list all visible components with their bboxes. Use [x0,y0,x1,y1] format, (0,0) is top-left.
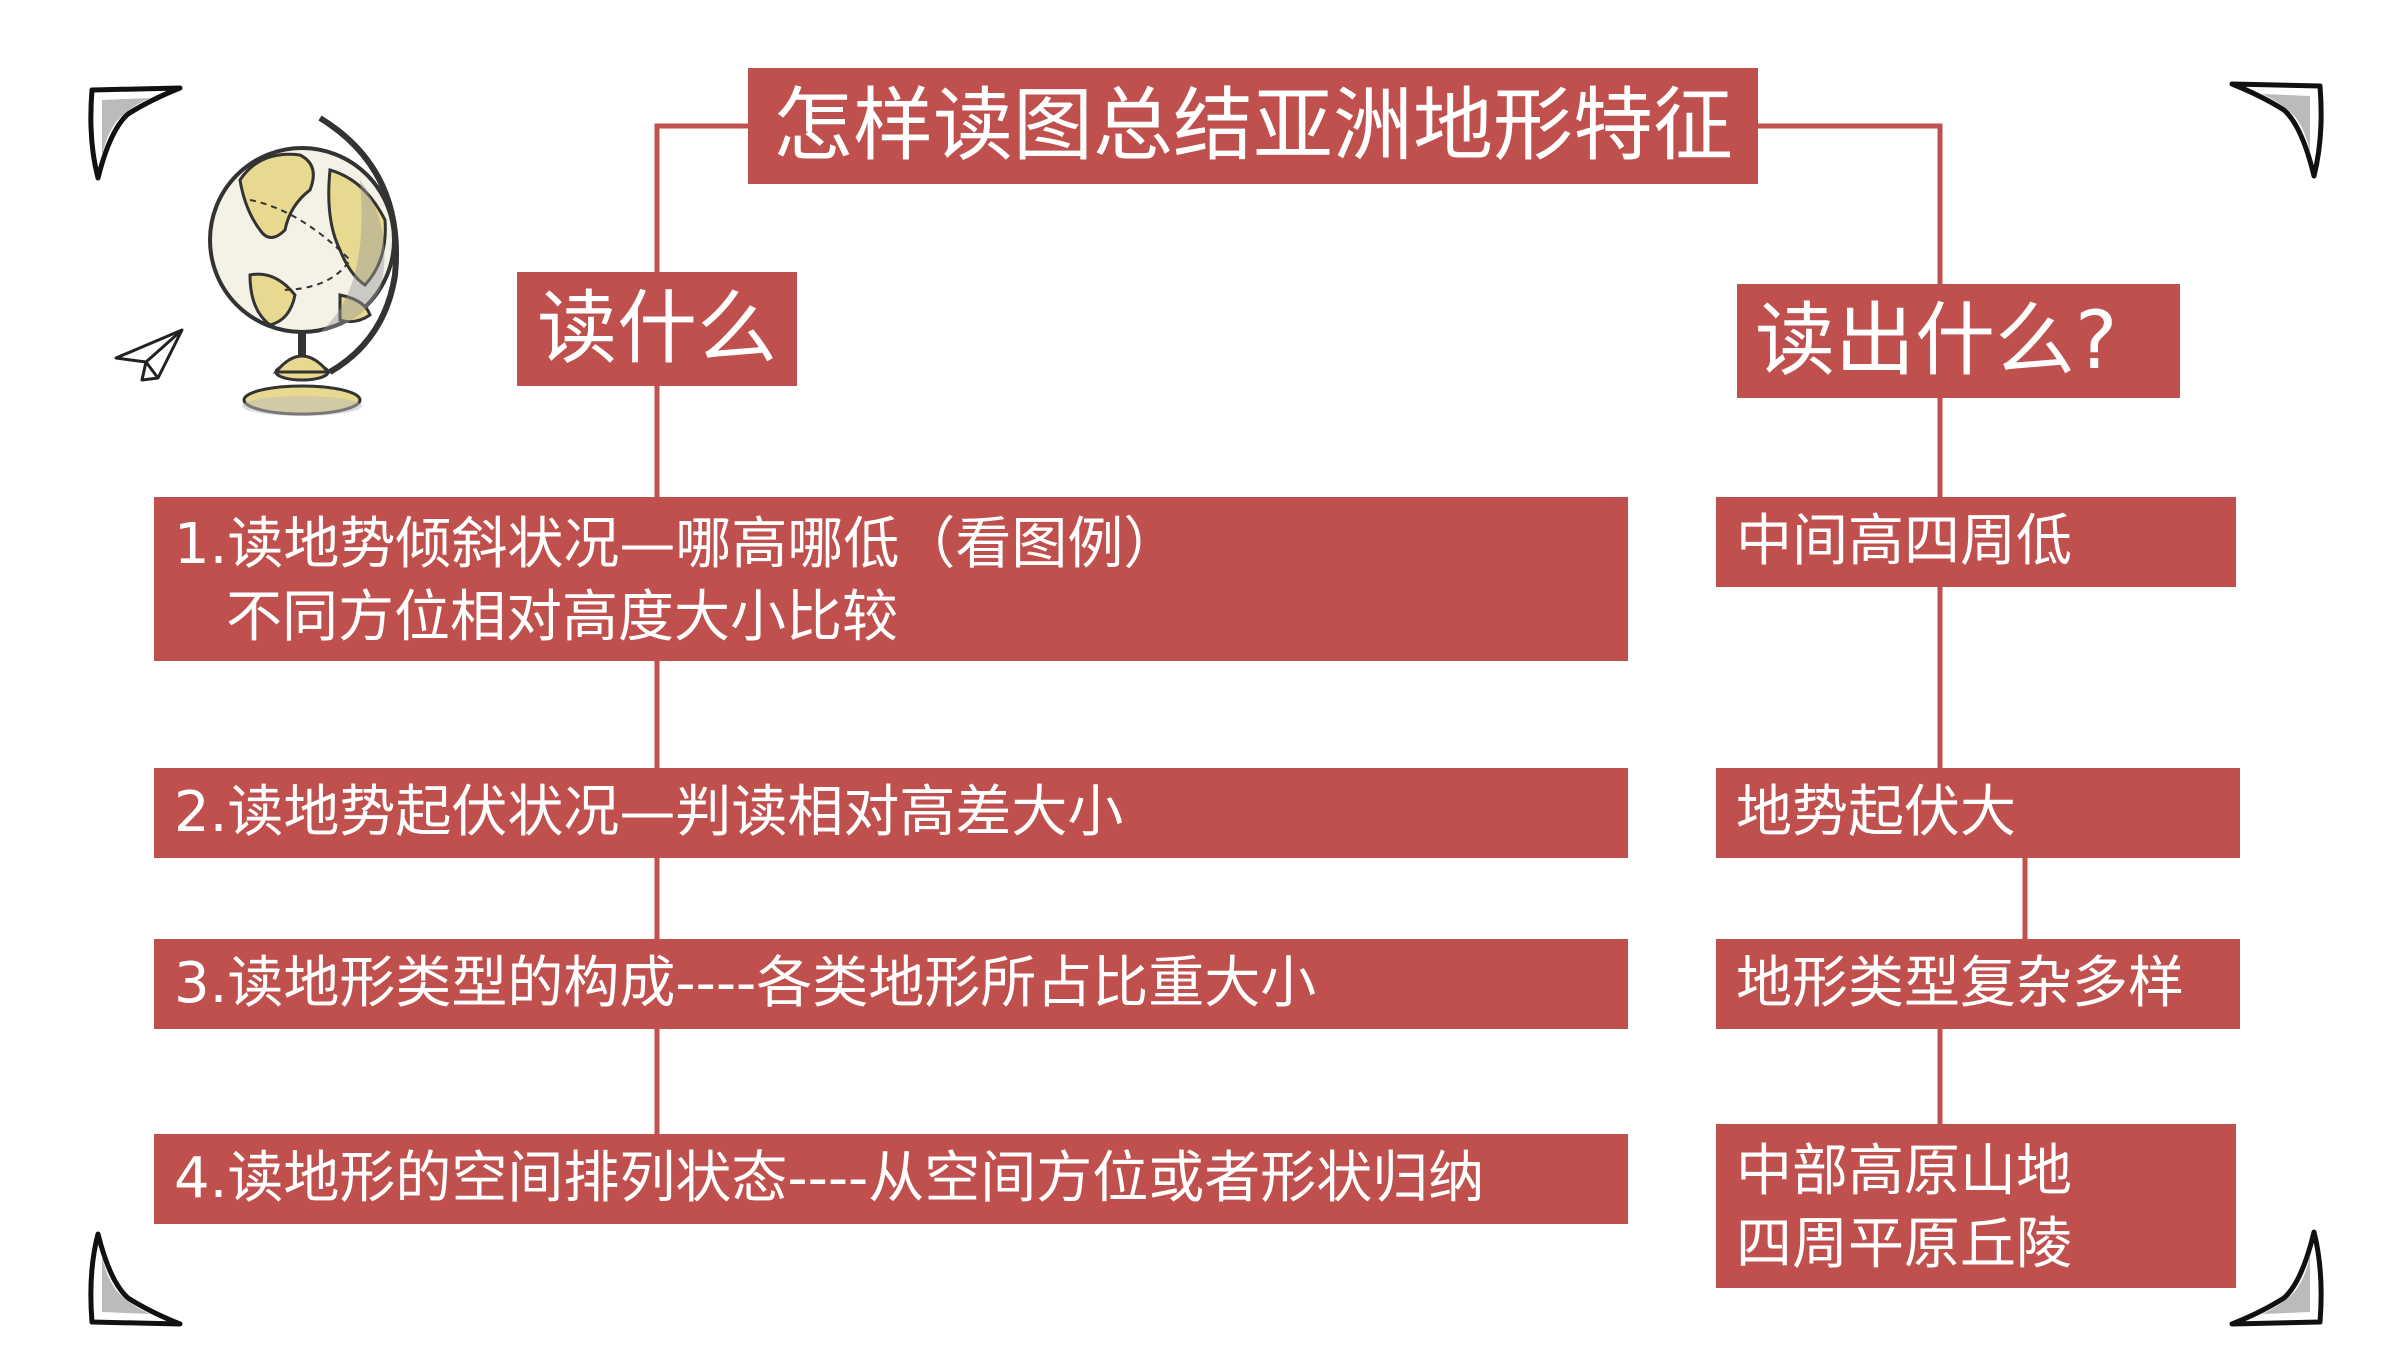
result-box-2: 地势起伏大 [1716,768,2240,858]
result-2-line-1: 地势起伏大 [1736,780,2016,845]
left-heading: 读什么 [517,272,797,386]
diagram-title: 怎样读图总结亚洲地形特征 [748,68,1758,184]
result-box-4: 中部高原山地 四周平原丘陵 [1716,1124,2236,1288]
result-1-line-1: 中间高四周低 [1736,509,2072,574]
step-1-line-2: 不同方位相对高度大小比较 [226,584,898,650]
result-4-line-2: 四周平原丘陵 [1736,1211,2072,1277]
result-box-1: 中间高四周低 [1716,497,2236,587]
step-2-line-1: 2.读地势起伏状况—判读相对高差大小 [174,780,1124,845]
step-4-line-1: 4.读地形的空间排列状态----从空间方位或者形状归纳 [174,1146,1485,1211]
globe-icon [208,115,399,416]
corner-bracket-icon [88,85,183,181]
connector-title-right [1758,123,1943,284]
result-box-3: 地形类型复杂多样 [1716,939,2240,1029]
right-heading-text: 读出什么? [1755,294,2118,387]
left-heading-text: 读什么 [537,282,777,375]
step-1-line-1: 1.读地势倾斜状况—哪高哪低（看图例） [174,512,1180,577]
connector-title-left [654,123,748,272]
step-3-line-1: 3.读地形类型的构成----各类地形所占比重大小 [174,951,1317,1016]
diagram-title-text: 怎样读图总结亚洲地形特征 [773,79,1733,172]
result-4-line-1: 中部高原山地 [1736,1139,2072,1204]
step-box-2: 2.读地势起伏状况—判读相对高差大小 [154,768,1628,858]
step-box-3: 3.读地形类型的构成----各类地形所占比重大小 [154,939,1628,1029]
corner-bracket-icon [88,1231,183,1327]
corner-bracket-icon [2229,81,2324,179]
step-box-1: 1.读地势倾斜状况—哪高哪低（看图例） 不同方位相对高度大小比较 [154,497,1628,661]
corner-bracket-icon [2229,1229,2324,1327]
right-heading: 读出什么? [1737,284,2180,398]
paper-plane-icon [114,328,184,382]
step-box-4: 4.读地形的空间排列状态----从空间方位或者形状归纳 [154,1134,1628,1224]
result-3-line-1: 地形类型复杂多样 [1736,951,2184,1016]
